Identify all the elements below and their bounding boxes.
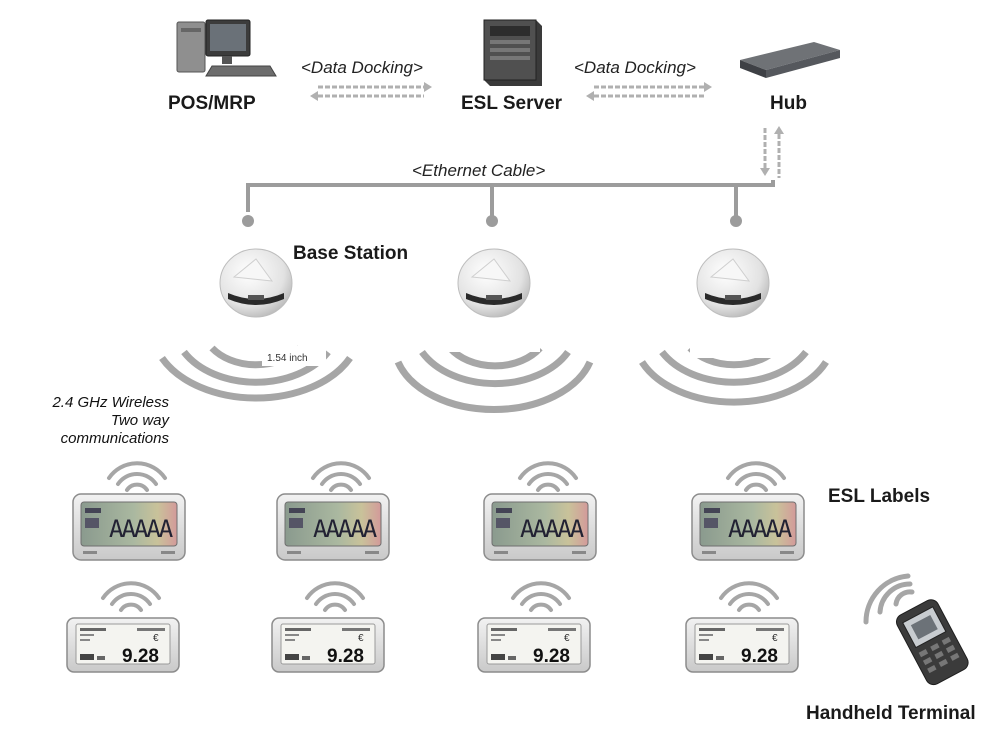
wifi-icon [511,581,571,612]
handheld-terminal-icon [895,599,969,686]
epaper-price-3: 9.28 [533,646,570,667]
ethernet-cable [242,180,775,227]
data-docking-arrow-1 [310,82,432,101]
handheld-wifi-icon [863,573,915,625]
lcd-esl-label-4 [691,493,805,561]
esl-server-label: ESL Server [461,93,563,114]
base-station-1-icon [219,248,293,318]
epaper-currency-1: € [153,633,159,644]
wifi-icon [726,461,786,492]
epaper-currency-4: € [772,633,778,644]
base-station-3-icon [696,248,770,318]
wireless-description: 2.4 GHz Wireless Two way communications [24,394,169,448]
data-docking-label-1: <Data Docking> [301,58,423,77]
hub-ethernet-arrows [760,126,784,178]
wifi-icon [101,581,161,612]
wifi-icon [107,461,167,492]
size-note: 1.54 inch [267,353,308,364]
handheld-terminal-label: Handheld Terminal [806,703,976,724]
hub-icon [740,42,840,78]
pos-mrp-label: POS/MRP [168,93,256,114]
wireless-line-3: communications [60,430,169,447]
lcd-esl-label-2 [276,493,390,561]
wifi-icon [311,461,371,492]
wifi-icon [719,581,779,612]
pos-mrp-computer-icon [176,19,277,77]
esl-labels-label: ESL Labels [828,486,931,507]
lcd-esl-label-3 [483,493,597,561]
epaper-price-4: 9.28 [741,646,778,667]
epaper-currency-3: € [564,633,570,644]
epaper-price-2: 9.28 [327,646,364,667]
broadcast-waves-2 [394,345,594,413]
wifi-icon [305,581,365,612]
wireless-line-1: 2.4 GHz Wireless [52,394,169,411]
lcd-esl-label-1 [72,493,186,561]
epaper-currency-2: € [358,633,364,644]
base-station-2-icon [457,248,531,318]
wifi-icon [518,461,578,492]
data-docking-label-2: <Data Docking> [574,58,696,77]
base-station-label: Base Station [293,243,409,264]
wireless-line-2: Two way [110,412,169,429]
ethernet-cable-label: <Ethernet Cable> [412,161,546,180]
esl-server-icon [483,19,542,86]
data-docking-arrow-2 [586,82,712,101]
epaper-price-1: 9.28 [122,646,159,667]
hub-label: Hub [770,93,807,114]
